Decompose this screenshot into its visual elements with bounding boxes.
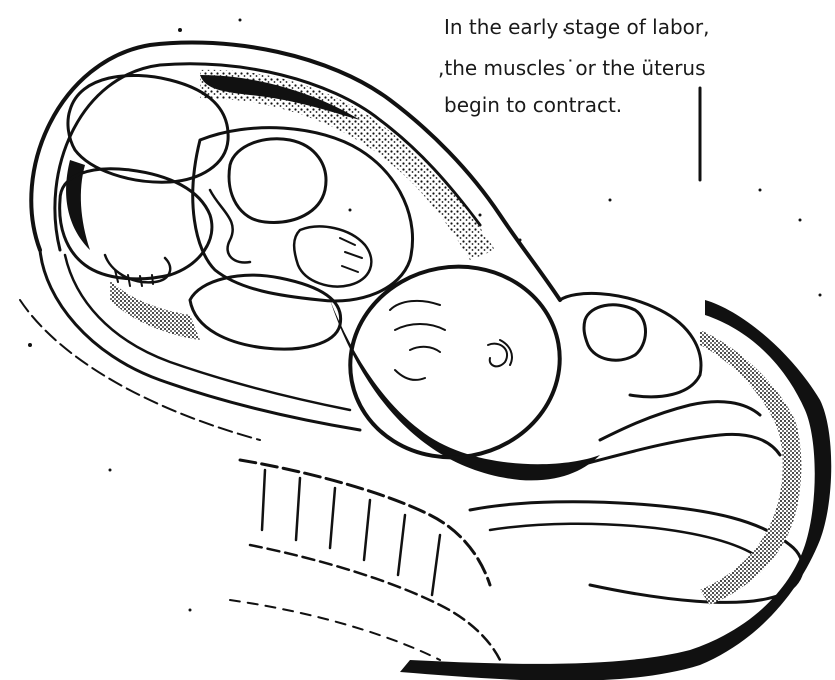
spine (230, 460, 500, 660)
amniotic-stipple-left (110, 280, 200, 340)
fetus-face-detail (390, 301, 512, 380)
fetus-head (335, 250, 575, 474)
vagina-canal-lower (580, 434, 780, 465)
fetus-arm-upper (229, 139, 326, 223)
bladder (584, 305, 646, 360)
back-skin (230, 600, 440, 660)
caption-line-2: ,the muscles˙or the üterus (438, 56, 706, 80)
caption-line-3: begin to contract. (444, 93, 622, 117)
vertebrae (262, 470, 440, 595)
spine-lower-contour (250, 545, 500, 660)
fetus-arm-lower (190, 275, 341, 349)
pelvic-organs (400, 293, 831, 680)
caption: In the early stage of labor, ,the muscle… (438, 15, 709, 117)
amniotic-dark-lower (330, 300, 600, 480)
fetus-ear (488, 344, 507, 367)
caption-line-1: In the early stage of labor, (444, 15, 709, 39)
perineum-dark (400, 300, 831, 680)
umbilical-cord (210, 190, 250, 263)
fetus (60, 75, 575, 473)
rectum-inner (490, 524, 765, 562)
spine-outline (240, 460, 490, 585)
fetus-fingers (340, 238, 362, 272)
